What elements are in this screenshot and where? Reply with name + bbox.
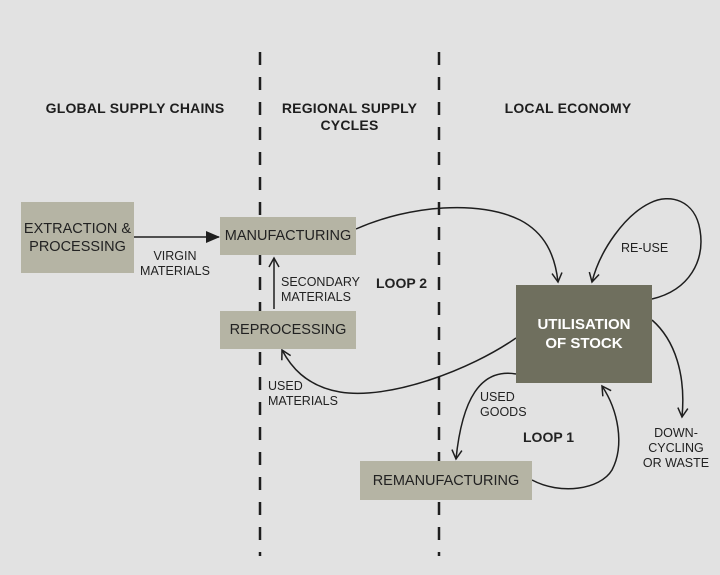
node-utilisation-line2: OF STOCK [545, 335, 623, 352]
label-downcycling: DOWN- CYCLING OR WASTE [636, 426, 716, 471]
label-used-goods-line1: USED [480, 390, 515, 404]
node-manufacturing[interactable]: MANUFACTURING [220, 217, 356, 255]
node-utilisation-of-stock[interactable]: UTILISATION OF STOCK [516, 285, 652, 383]
zone-title-regional: REGIONAL SUPPLY CYCLES [262, 100, 437, 134]
node-remanufacturing[interactable]: REMANUFACTURING [360, 461, 532, 500]
arrow-manufacturing-to-utilisation [355, 206, 563, 284]
label-downcycling-line3: OR WASTE [642, 456, 710, 470]
node-utilisation-line1: UTILISATION [537, 316, 631, 333]
arrow-reuse [588, 198, 702, 300]
label-reuse: RE-USE [621, 241, 669, 255]
label-secondary-materials: SECONDARY MATERIALS [281, 275, 360, 305]
zone-title-local: LOCAL ECONOMY [504, 100, 632, 116]
arrow-remanufacturing-to-utilisation [531, 384, 620, 490]
zone-title-regional-line1: REGIONAL SUPPLY [281, 100, 418, 116]
node-extraction-line2: PROCESSING [29, 238, 126, 255]
label-virgin-line1: VIRGIN [153, 249, 197, 263]
label-downcycling-line1: DOWN- [654, 426, 698, 440]
label-virgin-materials: VIRGIN MATERIALS [134, 249, 216, 279]
label-virgin-line2: MATERIALS [140, 264, 210, 278]
arrow-used-goods [451, 372, 517, 461]
arrow-used-materials [281, 337, 517, 394]
label-used-materials-line1: USED [268, 379, 303, 393]
node-reprocessing[interactable]: REPROCESSING [220, 311, 356, 349]
zone-title-global: GLOBAL SUPPLY CHAINS [45, 100, 225, 116]
arrow-downcycling [651, 319, 689, 419]
label-secondary-line1: SECONDARY [281, 275, 360, 289]
label-used-materials-line2: MATERIALS [268, 394, 338, 408]
node-extraction-line1: EXTRACTION & [23, 220, 132, 237]
label-used-materials: USED MATERIALS [268, 379, 338, 409]
label-used-goods-line2: GOODS [480, 405, 527, 419]
loop-2-label: LOOP 2 [376, 275, 428, 291]
loop-1-label: LOOP 1 [523, 429, 575, 445]
node-extraction-processing[interactable]: EXTRACTION & PROCESSING [21, 202, 134, 273]
label-downcycling-line2: CYCLING [648, 441, 704, 455]
label-used-goods: USED GOODS [480, 390, 527, 420]
label-secondary-line2: MATERIALS [281, 290, 351, 304]
zone-title-regional-line2: CYCLES [320, 117, 379, 133]
